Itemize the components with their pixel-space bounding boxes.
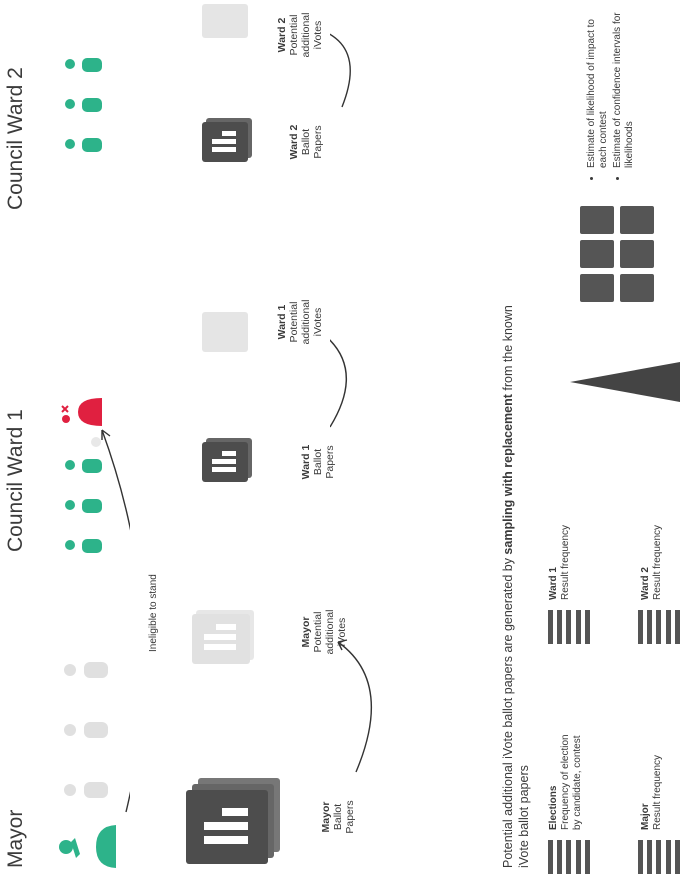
frequency-tables [548, 206, 680, 874]
estimate-likelihood: Estimate of likelihood of impact to each… [586, 6, 610, 168]
estimate-confidence: Estimate of confidence intervals for lik… [612, 6, 636, 168]
sampling-arrows [330, 26, 373, 773]
ward1-candidate-icons [65, 459, 102, 553]
ward2-sampling-arrow [330, 26, 351, 108]
section-title-ward2: Council Ward 2 [4, 67, 27, 210]
section-title-ward1: Council Ward 1 [4, 409, 27, 552]
estimates-list: Estimate of likelihood of impact to each… [586, 6, 638, 182]
section-title-mayor: Mayor [4, 809, 27, 868]
ward2-potential-stack-icon [202, 4, 248, 38]
ward1-potential-stack-icon [202, 312, 248, 352]
candidate-icons [59, 58, 130, 868]
sampling-caption: Potential additional iVote ballot papers… [501, 305, 531, 868]
ward1-sampling-arrow [330, 325, 348, 428]
ineligible-arrow [101, 429, 130, 813]
ballot-stacks [186, 4, 280, 864]
ward1-faded-icons [91, 437, 101, 447]
aggregate-arrow-icon [570, 362, 680, 402]
mayor-potential-stack-icon [192, 610, 254, 664]
major-table-icon [638, 840, 680, 874]
ward1-table-icon [548, 610, 590, 644]
ineligible-candidate-icon [61, 398, 102, 426]
mayor-candidate-icon [59, 825, 116, 868]
mayor-ballot-stack-icon [186, 778, 280, 864]
ward2-candidate-icons [65, 58, 102, 152]
ward1-ballot-stack-icon [202, 438, 252, 482]
ward2-table-icon [638, 610, 680, 644]
result-grid-icon [580, 206, 654, 302]
mayor-sampling-arrow [337, 641, 373, 773]
ineligible-label: Ineligible to stand [148, 574, 159, 652]
elections-table-icon [548, 840, 590, 874]
ward2-ballot-stack-icon [202, 118, 252, 162]
faded-candidate-icons [64, 662, 108, 798]
